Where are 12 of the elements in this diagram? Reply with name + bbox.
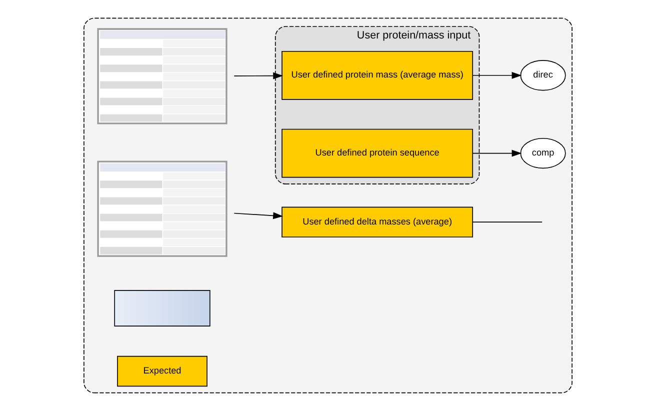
- arrow: [234, 212, 284, 220]
- node-ellipse: comp: [520, 138, 566, 169]
- node-box: [114, 290, 210, 326]
- cluster: [84, 18, 572, 394]
- node-box: User defined delta masses (average): [282, 206, 474, 238]
- node-box: User defined protein mass (average mass): [282, 50, 474, 100]
- node-ellipse: direc: [520, 60, 566, 91]
- arrow: [472, 72, 522, 79]
- arrow: [234, 72, 284, 80]
- arrow: [472, 150, 522, 157]
- node-box: User defined protein sequence: [282, 128, 474, 178]
- node-box: Expected: [117, 356, 208, 387]
